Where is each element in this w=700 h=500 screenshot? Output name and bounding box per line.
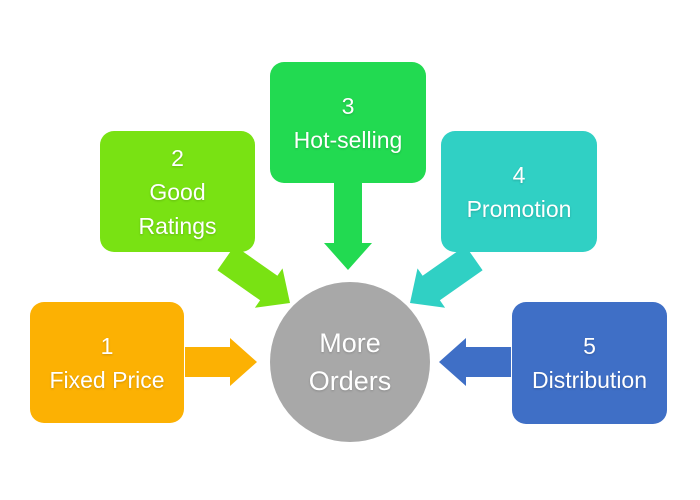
box-label: Distribution: [531, 367, 648, 393]
arrow-right-icon: [185, 338, 257, 386]
box-good-ratings: 2 Good Ratings: [100, 131, 255, 252]
box-number: 1: [100, 332, 114, 359]
box-label: Hot-selling: [293, 126, 403, 153]
arrow-down-right-icon: [217, 245, 290, 308]
box-number: 5: [583, 333, 596, 359]
arrow-left-icon: [439, 338, 511, 386]
box-fixed-price: 1 Fixed Price: [30, 302, 184, 423]
box-label: Fixed Price: [49, 366, 165, 393]
box-hot-selling: 3 Hot-selling: [270, 62, 426, 183]
center-circle: More Orders: [270, 282, 430, 442]
box-promotion: 4 Promotion: [441, 131, 597, 252]
box-label: Promotion: [466, 195, 572, 222]
arrow-down-icon: [324, 183, 372, 270]
box-label: Good Ratings: [138, 178, 217, 239]
box-number: 3: [341, 92, 355, 119]
box-distribution: 5 Distribution: [512, 302, 667, 424]
box-number: 4: [512, 161, 526, 188]
arrow-down-left-icon: [410, 245, 483, 308]
box-number: 2: [171, 144, 184, 171]
center-circle-label: More Orders: [308, 328, 392, 396]
